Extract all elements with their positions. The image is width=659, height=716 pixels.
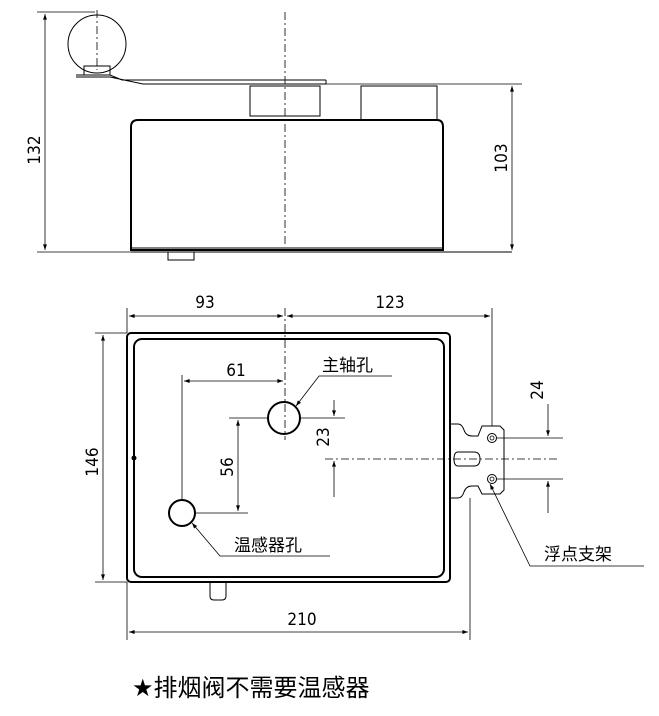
star-icon: ★ (132, 674, 154, 702)
side-body (130, 119, 444, 251)
leader-float-bracket (489, 483, 644, 567)
side-mark (131, 455, 137, 461)
dim-23: 23 (314, 427, 334, 446)
dim-103: 103 (492, 143, 512, 172)
dim-24: 24 (528, 380, 548, 399)
dim-56: 56 (218, 457, 238, 476)
dim-210: 210 (287, 610, 316, 630)
label-sensor-hole: 温感器孔 (234, 536, 302, 556)
sensor-hole (168, 499, 196, 527)
bracket-hole-top (487, 433, 497, 443)
motor-block (360, 85, 438, 121)
note-text: 排烟阀不需要温感器 (153, 674, 370, 702)
dim-123: 123 (375, 293, 404, 313)
note-line: ★排烟阀不需要温感器 (132, 668, 370, 703)
dim-146: 146 (83, 447, 103, 476)
label-float-bracket: 浮点支架 (544, 545, 612, 565)
knob-stem (83, 65, 111, 76)
float-bracket-outline (450, 423, 505, 499)
side-bottom-tab (167, 251, 195, 261)
lever-arm (76, 74, 327, 85)
dim-61: 61 (226, 361, 245, 381)
dim-93: 93 (195, 293, 214, 313)
top-outer-body (126, 332, 451, 583)
label-spindle-hole: 主轴孔 (322, 356, 373, 376)
bottom-stub (209, 582, 227, 601)
leader-spindle-hole (295, 375, 392, 407)
spindle-hole (267, 401, 301, 435)
top-view: 93 123 61 56 23 24 146 210 主轴孔 (83, 293, 644, 640)
dim-132: 132 (25, 135, 45, 164)
bracket-hole-bottom (487, 474, 497, 484)
side-view: 132 103 (25, 10, 522, 261)
leader-sensor-hole (191, 522, 330, 557)
